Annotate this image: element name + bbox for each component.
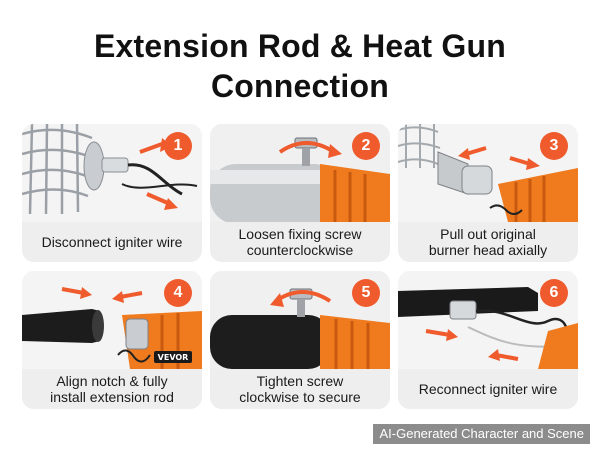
step-card-4: VEVOR 4 Align notch & fully install exte… <box>22 271 202 409</box>
step-card-3: 3 Pull out original burner head axially <box>398 124 578 262</box>
brand-label: VEVOR <box>158 353 189 362</box>
steps-grid: 1 Disconnect igniter wire 2 <box>22 124 578 409</box>
title-line-2: Connection <box>211 68 389 104</box>
step-caption: Tighten screw clockwise to secure <box>210 369 390 409</box>
step-number-badge: 5 <box>352 279 380 307</box>
caption-line: Reconnect igniter wire <box>418 381 558 397</box>
caption-line: Tighten screw <box>256 373 344 389</box>
caption-line: clockwise to secure <box>239 389 361 405</box>
caption-line: install extension rod <box>50 389 174 405</box>
step-card-1: 1 Disconnect igniter wire <box>22 124 202 262</box>
step-caption: Loosen fixing screw counterclockwise <box>210 222 390 262</box>
step-number-badge: 1 <box>164 132 192 160</box>
step-card-6: 6 Reconnect igniter wire <box>398 271 578 409</box>
step-number-badge: 6 <box>540 279 568 307</box>
page-title: Extension Rod & Heat Gun Connection <box>0 26 600 106</box>
caption-line: Align notch & fully <box>56 373 168 389</box>
step-caption: Align notch & fully install extension ro… <box>22 369 202 409</box>
caption-line: Loosen fixing screw <box>238 226 362 242</box>
step-5-photo <box>210 271 390 369</box>
step-caption: Pull out original burner head axially <box>398 222 578 262</box>
step-caption: Disconnect igniter wire <box>22 222 202 262</box>
step-number-badge: 2 <box>352 132 380 160</box>
title-line-1: Extension Rod & Heat Gun <box>94 28 506 64</box>
step-card-2: 2 Loosen fixing screw counterclockwise <box>210 124 390 262</box>
caption-line: Disconnect igniter wire <box>41 234 183 250</box>
ai-generated-watermark: AI-Generated Character and Scene <box>373 424 590 444</box>
step-number-badge: 3 <box>540 132 568 160</box>
step-4-photo: VEVOR <box>22 271 202 369</box>
step-number-badge: 4 <box>164 279 192 307</box>
caption-line: counterclockwise <box>246 242 354 258</box>
caption-line: Pull out original <box>440 226 536 242</box>
caption-line: burner head axially <box>428 242 548 258</box>
step-caption: Reconnect igniter wire <box>398 369 578 409</box>
step-card-5: 5 Tighten screw clockwise to secure <box>210 271 390 409</box>
